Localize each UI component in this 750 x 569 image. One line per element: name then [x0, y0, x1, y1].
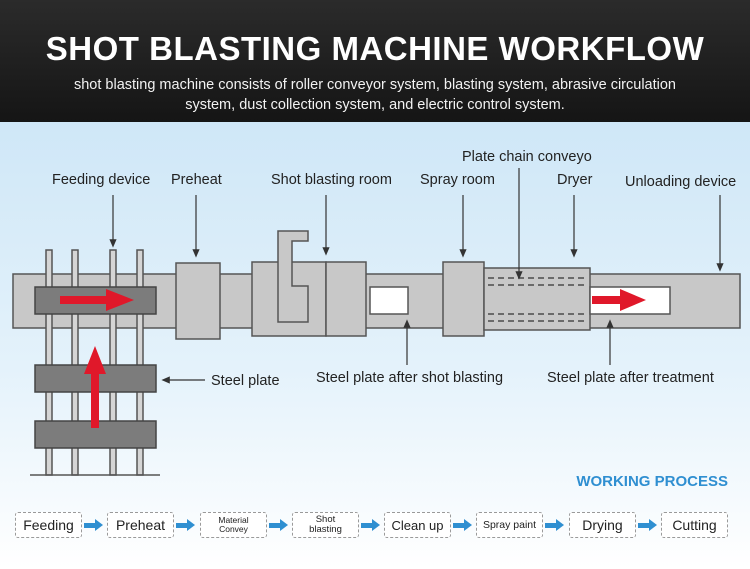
step-label: Drying — [582, 517, 623, 533]
label-shot-blasting-room: Shot blasting room — [271, 172, 392, 188]
feed-arrow-up — [84, 346, 106, 428]
header-banner: SHOT BLASTING MACHINE WORKFLOW shot blas… — [0, 0, 750, 122]
step-label: Feeding — [23, 517, 74, 533]
step-label: Preheat — [115, 517, 166, 533]
step-label: Clean up — [391, 517, 444, 533]
steel-plate-bottom — [34, 420, 157, 449]
working-process-heading: WORKING PROCESS — [576, 473, 728, 490]
feeding-device — [30, 249, 160, 476]
step-preheat: Preheat — [107, 512, 174, 538]
step-label: Spray paint — [482, 519, 537, 531]
plate-after-blasting — [369, 286, 409, 315]
label-feeding-device: Feeding device — [52, 172, 150, 188]
label-spray-room: Spray room — [420, 172, 495, 188]
step-label: Material Convey — [218, 515, 249, 534]
label-dryer: Dryer — [557, 172, 593, 188]
step-label: Shot blasting — [309, 514, 342, 535]
step-clean-up: Clean up — [384, 512, 451, 538]
pointer-lines — [109, 168, 724, 384]
spray-room-box — [442, 261, 485, 337]
diagram-background — [0, 122, 750, 569]
preheat-box — [175, 262, 221, 340]
step-material-convey: Material Convey — [200, 512, 267, 538]
label-plate-chain-conveyor: Plate chain conveyo — [462, 149, 592, 165]
page-title: SHOT BLASTING MACHINE WORKFLOW — [45, 30, 705, 67]
label-steel-plate-after-treatment: Steel plate after treatment — [547, 370, 714, 386]
feed-arrow-right — [60, 289, 134, 311]
page-subtitle: shot blasting machine consists of roller… — [73, 77, 676, 113]
exit-arrow — [592, 289, 646, 311]
label-steel-plate: Steel plate — [211, 373, 280, 389]
step-spray-paint: Spray paint — [476, 512, 543, 538]
label-steel-plate-after-blasting: Steel plate after shot blasting — [316, 370, 503, 386]
shot-blasting-room — [251, 230, 367, 337]
dryer-section — [483, 267, 591, 331]
step-cutting: Cutting — [661, 512, 728, 538]
label-unloading-device: Unloading device — [625, 174, 736, 190]
step-label: Cutting — [672, 517, 717, 533]
step-feeding: Feeding — [15, 512, 82, 538]
step-drying: Drying — [569, 512, 636, 538]
step-shot-blasting: Shot blasting — [292, 512, 359, 538]
label-preheat: Preheat — [171, 172, 222, 188]
